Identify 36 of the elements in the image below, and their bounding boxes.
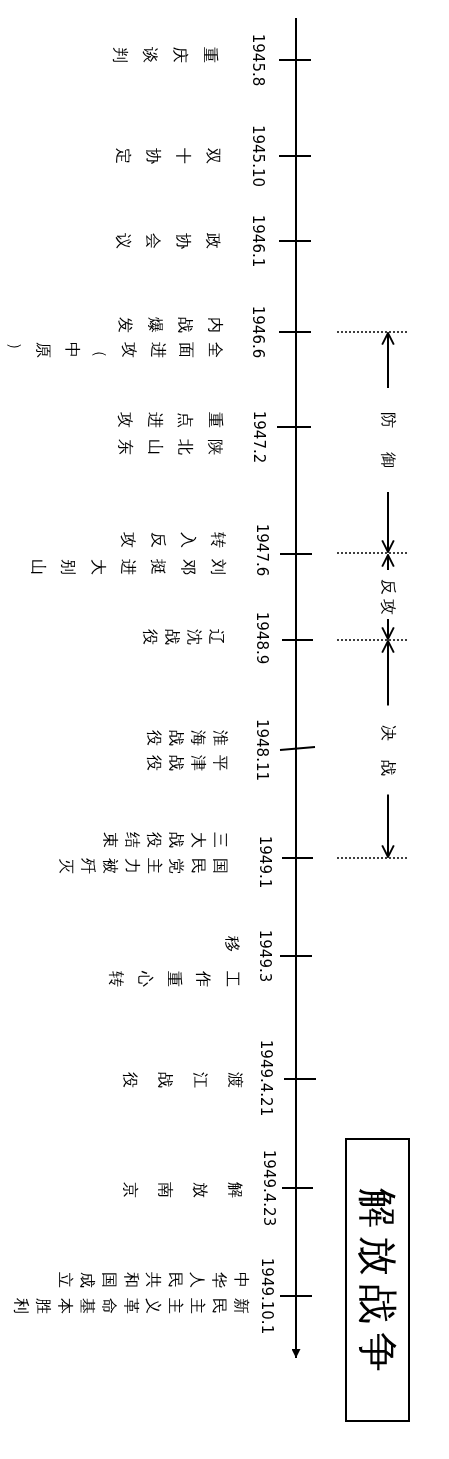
event-text: 淮海战役 xyxy=(144,729,231,747)
event-text: 国民党主力被歼灭 xyxy=(56,857,231,875)
event-text: 重点进攻 xyxy=(115,411,226,429)
event-text: 新民主主义革命基本胜利 xyxy=(11,1297,252,1315)
event-text: 重庆谈判 xyxy=(110,46,221,64)
date-label: 1949.4.21 xyxy=(257,1039,273,1117)
date-label: 1945.10 xyxy=(249,125,265,187)
event-text: 转入反攻 xyxy=(118,531,229,549)
title-text: 解放战争 xyxy=(357,1187,398,1380)
event-text: 刘邓挺进大别山 xyxy=(28,558,229,576)
date-label: 1945.8 xyxy=(249,33,265,87)
date-label: 1946.1 xyxy=(249,214,265,268)
event-text: 政协会议 xyxy=(113,232,224,250)
event-text: 平津战役 xyxy=(144,754,231,772)
event-text: 辽沈战役 xyxy=(140,628,227,646)
date-label: 1948.11 xyxy=(253,719,269,781)
date-label: 1947.2 xyxy=(250,410,266,464)
date-label: 1947.6 xyxy=(253,523,269,577)
period-label: 决战 xyxy=(380,705,396,795)
date-label: 1949.1 xyxy=(256,835,272,889)
date-label: 1949.10.1 xyxy=(258,1257,274,1335)
title-box xyxy=(345,1138,410,1422)
event-text: 全面进攻（中原） xyxy=(4,341,226,359)
event-text: 工作重心转移 xyxy=(105,934,243,989)
event-text: 双十协定 xyxy=(113,147,224,165)
event-text: 渡江战役 xyxy=(119,1071,245,1089)
event-text: 三大战役结束 xyxy=(100,831,231,849)
date-label: 1948.9 xyxy=(253,611,269,665)
date-label: 1949.3 xyxy=(256,929,272,983)
event-text: 解放南京 xyxy=(119,1181,245,1199)
date-label: 1949.4.23 xyxy=(260,1149,276,1227)
event-text: 中华人民共和国成立 xyxy=(55,1271,252,1289)
period-label: 防御 xyxy=(380,388,396,492)
date-label: 1946.6 xyxy=(249,305,265,359)
event-text: 内战爆发 xyxy=(115,316,226,334)
event-text: 陕北山东 xyxy=(115,438,226,456)
